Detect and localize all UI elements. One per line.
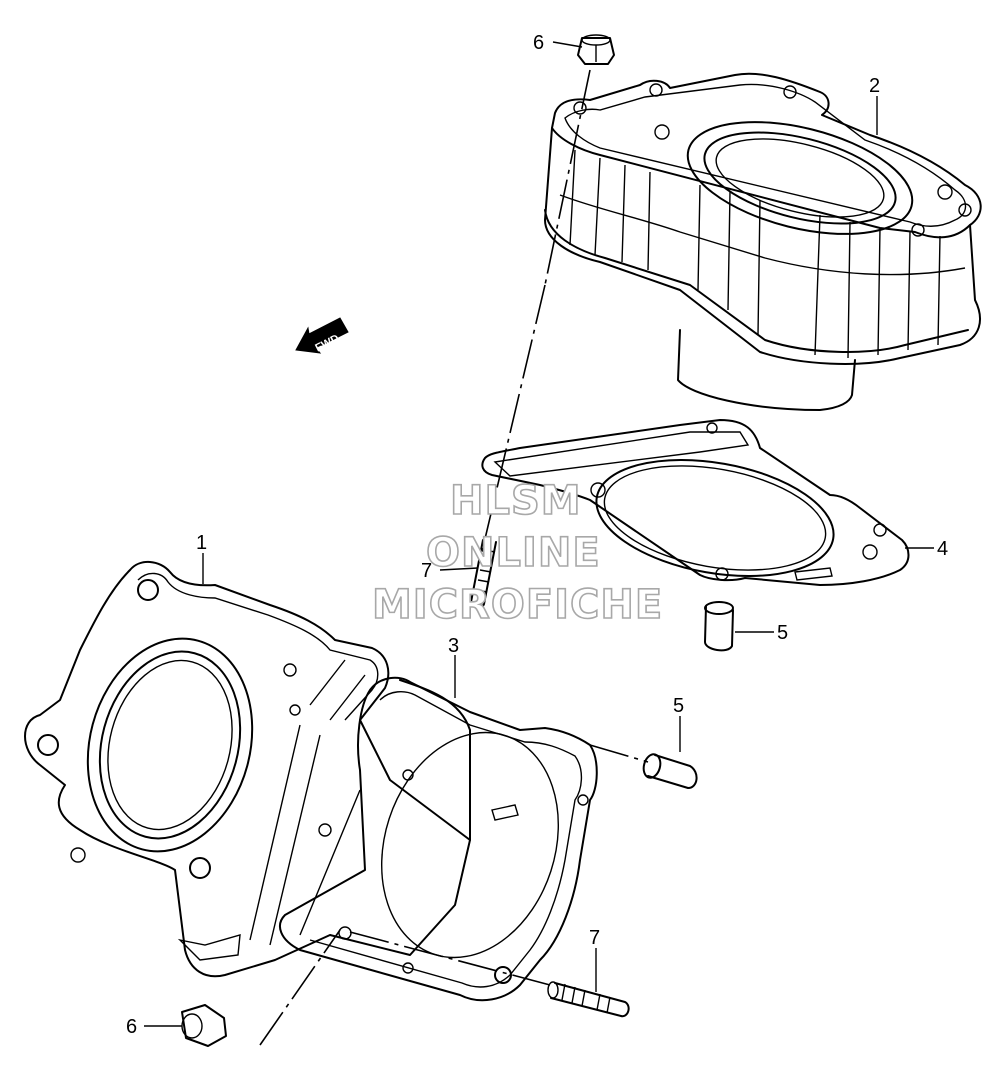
part-6-nut-top <box>577 34 615 65</box>
assembly-line-left <box>479 284 546 561</box>
callout-7-bottom: 7 <box>589 927 600 949</box>
watermark-line-3: MICROFICHE <box>371 581 664 629</box>
assembly-line-stud-bottom <box>349 931 551 986</box>
watermark-line-1: HLSM <box>449 477 582 525</box>
callout-2: 2 <box>869 75 880 97</box>
callout-6-top: 6 <box>533 32 544 54</box>
part-5-dowel-upper <box>704 601 734 652</box>
callout-4: 4 <box>937 538 948 560</box>
assembly-line-dowel-lower <box>589 744 649 763</box>
part-4-gasket <box>481 419 910 586</box>
part-6-nut-bottom <box>181 1004 227 1047</box>
callout-5-lower: 5 <box>673 695 684 717</box>
assembly-line-upper <box>544 69 591 286</box>
part-7-stud-bottom <box>547 981 630 1018</box>
part-1-cylinder <box>24 561 471 978</box>
callout-7-mid: 7 <box>421 560 432 582</box>
callout-1: 1 <box>196 532 207 554</box>
assembly-line-lower-left <box>259 929 341 1046</box>
callout-6-bottom: 6 <box>126 1016 137 1038</box>
part-3-gasket <box>279 676 598 1002</box>
callout-3: 3 <box>448 635 459 657</box>
watermark-line-2: ONLINE <box>425 529 601 577</box>
fwd-arrow-icon: FWD <box>295 317 349 355</box>
leader-lines <box>144 41 934 1027</box>
part-5-dowel-lower <box>642 753 698 789</box>
callout-5-upper: 5 <box>777 622 788 644</box>
part-2-cylinder <box>544 72 982 411</box>
part-7-stud-mid <box>470 539 497 609</box>
